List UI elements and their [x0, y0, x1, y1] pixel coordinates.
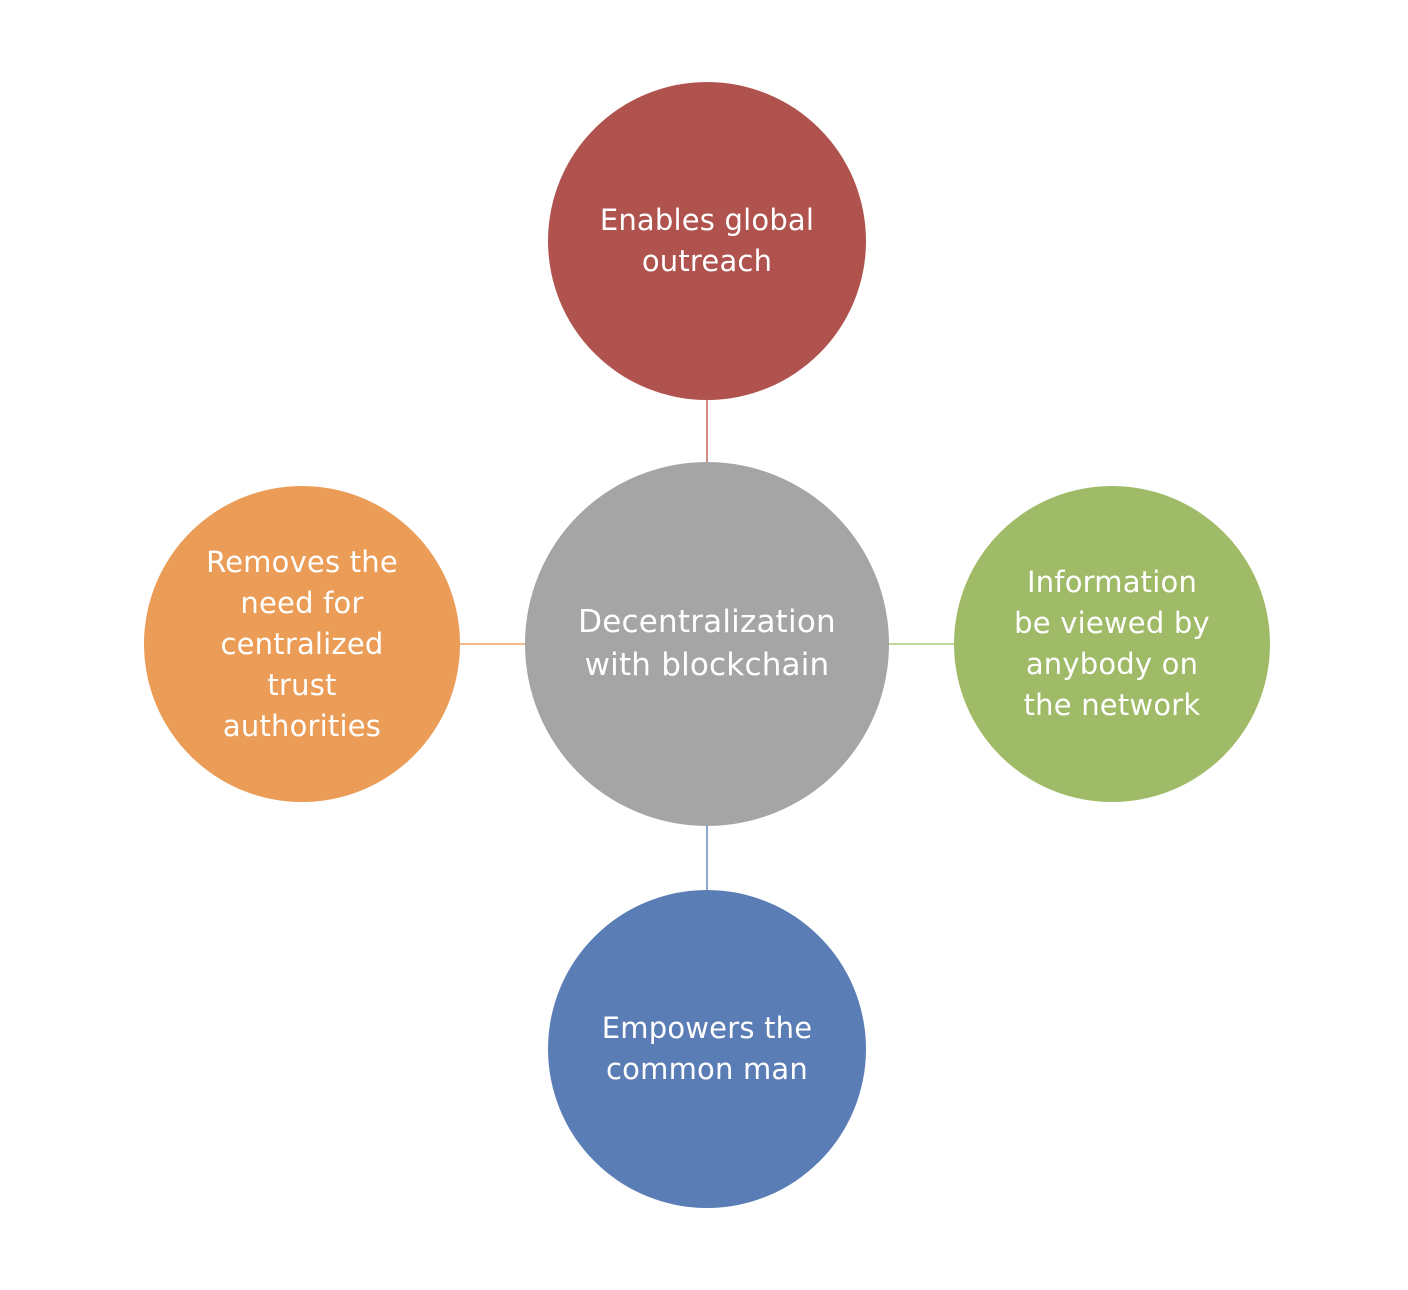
node-label: Enables global outreach	[599, 203, 815, 278]
node-empowers-common-man: Empowers the common man	[548, 890, 866, 1208]
center-label: Decentralization with blockchain	[578, 604, 836, 683]
node-information-viewable: Information be viewed by anybody on the …	[954, 486, 1270, 802]
node-removes-centralized-trust: Removes the need for centralized trust a…	[144, 486, 460, 802]
node-label: Empowers the common man	[601, 1011, 813, 1086]
node-label: Removes the need for centralized trust a…	[206, 544, 398, 743]
node-decentralization-center: Decentralization with blockchain	[525, 462, 889, 826]
node-enables-global-outreach: Enables global outreach	[548, 82, 866, 400]
node-label: Information be viewed by anybody on the …	[1014, 565, 1210, 722]
